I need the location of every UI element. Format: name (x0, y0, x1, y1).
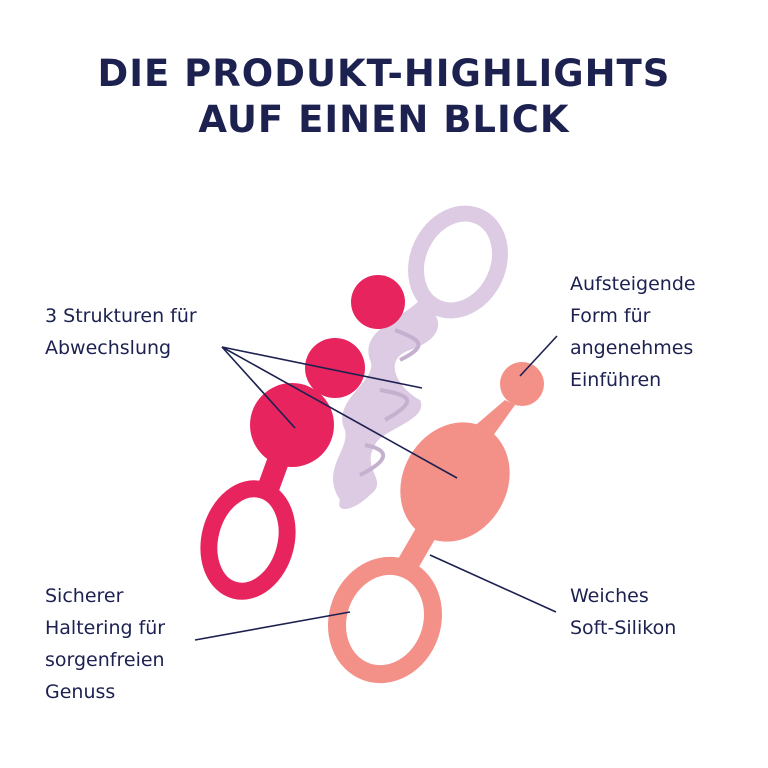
feature-text: Soft-Silikon (570, 617, 677, 639)
callout-lines (194, 335, 558, 641)
feature-text: Weiches (570, 585, 649, 607)
feature-text: Abwechslung (45, 337, 172, 359)
feature-text: Sicherer (45, 585, 124, 607)
feature-text: sorgenfreien (45, 649, 165, 671)
feature-text: Genuss (45, 681, 116, 703)
coral-plug (327, 362, 544, 684)
title-line-2: AUF EINEN BLICK (198, 98, 570, 141)
feature-silicone: Weiches Soft-Silikon (570, 580, 676, 644)
lavender-plug (333, 205, 508, 510)
feature-text: Einführen (570, 369, 662, 391)
feature-text: Haltering für (45, 617, 166, 639)
feature-shape: Aufsteigende Form für angenehmes Einführ… (570, 268, 696, 396)
feature-text: angenehmes (570, 337, 694, 359)
title-line-1: DIE PRODUKT-HIGHLIGHTS (97, 52, 671, 95)
feature-text: Form für (570, 305, 651, 327)
feature-text: Aufsteigende (570, 273, 696, 295)
feature-structures: 3 Strukturen für Abwechslung (45, 300, 197, 364)
feature-ring: Sicherer Haltering für sorgenfreien Genu… (45, 580, 165, 708)
pink-plug (200, 275, 405, 600)
feature-text: 3 Strukturen für (45, 305, 197, 327)
